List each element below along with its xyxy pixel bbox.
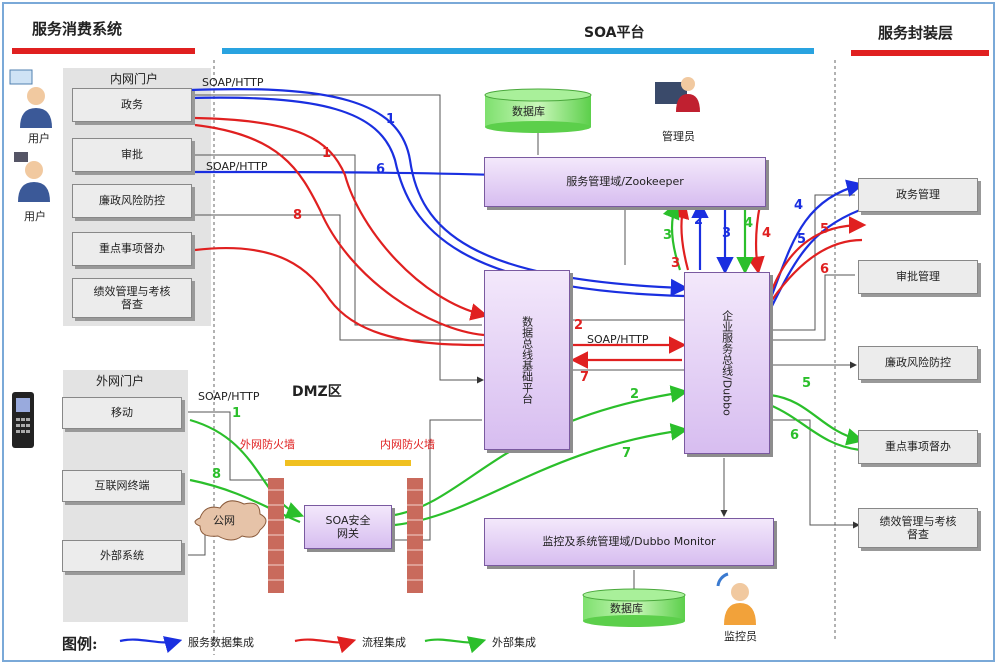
legend-red-label: 流程集成 xyxy=(362,636,406,649)
inner-item-shenpi[interactable]: 审批 xyxy=(72,138,192,172)
legend-blue-line xyxy=(119,636,183,654)
inner-item-zhengwu[interactable]: 政务 xyxy=(72,88,192,122)
flow-num-p-4b: 4 xyxy=(794,198,804,213)
protocol-label-2: SOAP/HTTP xyxy=(206,160,268,173)
protocol-label-1: SOAP/HTTP xyxy=(202,76,264,89)
flow-num-green-2: 2 xyxy=(630,387,640,402)
public-net-label: 公网 xyxy=(213,514,235,527)
legend-green-label: 外部集成 xyxy=(492,636,536,649)
inner-firewall-label: 内网防火墙 xyxy=(380,438,435,451)
outer-item-internet[interactable]: 互联网终端 xyxy=(62,470,182,502)
database-bottom-cylinder xyxy=(582,588,686,627)
flow-num-red-1: 1 xyxy=(322,146,332,161)
flow-num-zk-3r: 3 xyxy=(671,256,681,271)
flow-num-red-8: 8 xyxy=(293,208,303,223)
inner-item-jixiao[interactable]: 绩效管理与考核 督查 xyxy=(72,278,192,318)
flow-num-p-6r: 6 xyxy=(820,262,830,277)
outer-portal-title: 外网门户 xyxy=(96,374,145,388)
flow-num-blue-6: 6 xyxy=(376,162,386,177)
protocol-label-3: SOAP/HTTP xyxy=(587,333,649,346)
user-label-2: 用户 xyxy=(24,210,46,223)
flow-num-green-7: 7 xyxy=(622,446,632,461)
inner-portal-title: 内网门户 xyxy=(110,72,159,86)
provider-jixiao[interactable]: 绩效管理与考核 督查 xyxy=(858,508,978,548)
provider-zhengwu[interactable]: 政务管理 xyxy=(858,178,978,212)
admin-icon xyxy=(655,77,700,112)
blue-flows xyxy=(189,88,865,311)
flow-num-p-5g: 5 xyxy=(802,376,812,391)
service-layer-header: 服务封装层 xyxy=(878,24,954,42)
red-flows xyxy=(194,116,867,369)
flow-num-p-5r: 5 xyxy=(820,222,830,237)
inner-item-zhongdian[interactable]: 重点事项督办 xyxy=(72,232,192,266)
flow-num-blue-1: 1 xyxy=(386,112,396,127)
flow-num-p-5b: 5 xyxy=(797,232,807,247)
monitor-domain-box[interactable]: 监控及系统管理域/Dubbo Monitor xyxy=(484,518,774,566)
protocol-label-4: SOAP/HTTP xyxy=(198,390,260,403)
monitor-operator-icon xyxy=(716,572,756,625)
provider-shenpi[interactable]: 审批管理 xyxy=(858,260,978,294)
database-top-cylinder xyxy=(484,88,592,133)
provider-lianzheng[interactable]: 廉政风险防控 xyxy=(858,346,978,380)
soa-platform-header: SOA平台 xyxy=(584,25,645,41)
provider-zhongdian[interactable]: 重点事项督办 xyxy=(858,430,978,464)
outer-firewall-wall xyxy=(268,478,284,593)
database-top-label: 数据库 xyxy=(512,105,545,118)
flow-num-green-1: 1 xyxy=(232,406,242,421)
public-net-cloud xyxy=(194,500,267,541)
flow-num-zk-3b: 3 xyxy=(722,226,732,241)
legend-title: 图例: xyxy=(62,635,98,653)
flow-num-p-6g: 6 xyxy=(790,428,800,443)
service-bus-box[interactable]: 企业服务总线/Dubbo xyxy=(684,272,770,454)
flow-num-zk-2b: 2 xyxy=(694,213,704,228)
outer-firewall-label: 外网防火墙 xyxy=(240,438,295,451)
legend-green-line xyxy=(424,636,487,654)
provider-header-bar xyxy=(851,50,989,56)
flow-num-green-8: 8 xyxy=(212,467,222,482)
dmz-bar xyxy=(285,460,411,466)
legend-blue-label: 服务数据集成 xyxy=(188,636,254,649)
dmz-label: DMZ区 xyxy=(292,384,342,400)
data-bus-box[interactable]: 数据总线基础平台 xyxy=(484,270,570,450)
soa-gateway-box[interactable]: SOA安全 网关 xyxy=(304,505,392,549)
user-icon-1 xyxy=(9,69,52,128)
consumer-system-header: 服务消费系统 xyxy=(32,20,123,38)
mobile-phone-icon xyxy=(12,392,34,448)
admin-label: 管理员 xyxy=(662,130,695,143)
database-bottom-label: 数据库 xyxy=(610,602,643,615)
flow-num-zk-3g: 3 xyxy=(663,228,673,243)
soa-header-bar xyxy=(222,48,814,54)
legend-red-line xyxy=(294,636,357,654)
outer-item-external[interactable]: 外部系统 xyxy=(62,540,182,572)
zookeeper-box[interactable]: 服务管理域/Zookeeper xyxy=(484,157,766,207)
consumer-header-bar xyxy=(12,48,195,54)
monitor-operator-label: 监控员 xyxy=(724,630,757,643)
user-icon-2 xyxy=(14,152,50,202)
user-label-1: 用户 xyxy=(28,132,50,145)
inner-item-lianzheng[interactable]: 廉政风险防控 xyxy=(72,184,192,218)
flow-num-red-7: 7 xyxy=(580,370,590,385)
flow-num-zk-4r: 4 xyxy=(762,226,772,241)
outer-item-mobile[interactable]: 移动 xyxy=(62,397,182,429)
flow-num-red-2: 2 xyxy=(574,318,584,333)
flow-num-zk-4g: 4 xyxy=(744,216,754,231)
inner-firewall-wall xyxy=(407,478,423,593)
